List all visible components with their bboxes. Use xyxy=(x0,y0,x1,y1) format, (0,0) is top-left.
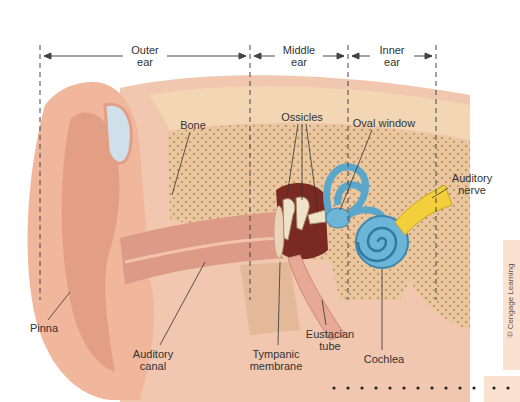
lower-bone xyxy=(240,262,300,335)
section-label: Middle ear xyxy=(275,44,323,68)
vestibule xyxy=(326,208,350,228)
part-label: Auditory canal xyxy=(125,348,181,372)
part-label: Pinna xyxy=(24,322,64,334)
section-label: Inner ear xyxy=(370,44,414,68)
part-label: Auditory nerve xyxy=(446,172,498,196)
soft-tissue xyxy=(120,75,470,402)
copyright-note: © Cengage Learning xyxy=(506,263,515,337)
part-label: Bone xyxy=(173,119,213,131)
ear-cartilage xyxy=(105,104,131,163)
eardrum-shape xyxy=(274,206,284,258)
section-label: Outer ear xyxy=(123,44,167,68)
canal-shape xyxy=(120,212,282,285)
canal-highlight xyxy=(125,238,280,262)
footer-dots xyxy=(332,386,475,389)
stapes xyxy=(308,210,326,224)
part-label: Ossicles xyxy=(272,111,332,123)
incus xyxy=(296,197,309,230)
footer-dot xyxy=(492,386,495,389)
section-markers xyxy=(40,45,436,300)
malleus xyxy=(283,199,295,240)
part-label: Oval window xyxy=(344,117,424,129)
part-label: Tympanic membrane xyxy=(243,348,309,372)
leader-lines xyxy=(48,124,448,350)
footer-dot xyxy=(506,386,509,389)
footer-tab xyxy=(484,376,520,402)
part-label: Eustacian tube xyxy=(304,328,356,352)
side-tab xyxy=(503,240,520,370)
nerve-shape xyxy=(395,185,452,235)
eustachian-tube-shape xyxy=(288,255,345,340)
part-label: Cochlea xyxy=(359,353,409,365)
